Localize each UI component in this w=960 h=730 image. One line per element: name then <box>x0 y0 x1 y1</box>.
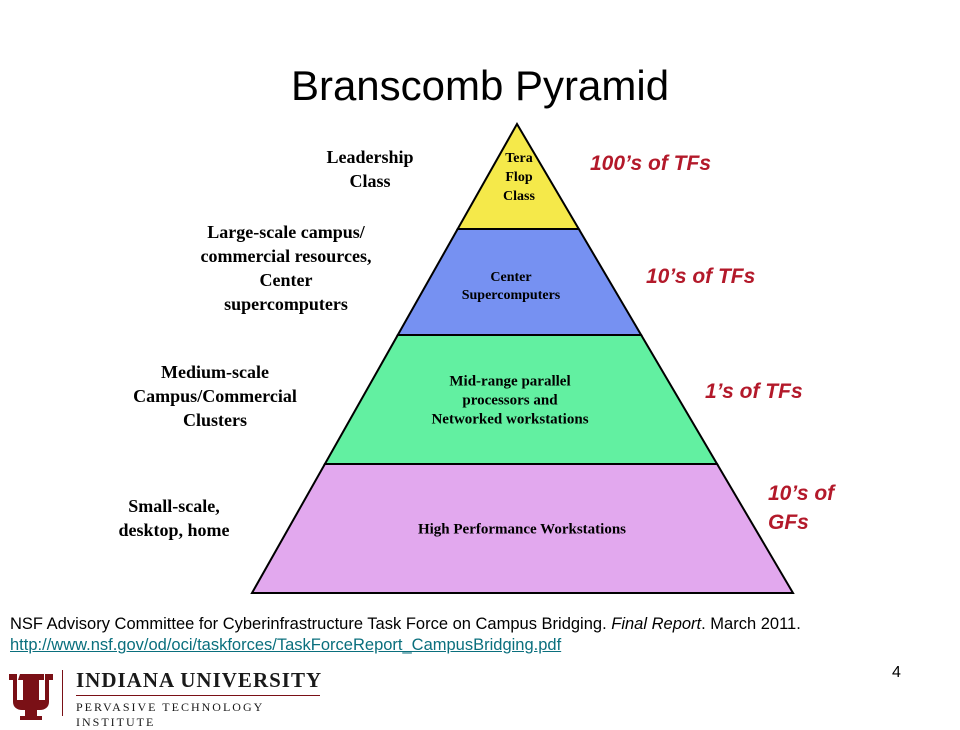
tier-mid-range-performance-label: 1’s of TFs <box>705 380 803 403</box>
iu-trident-icon <box>9 674 53 720</box>
tier-center-supercomputers-left-label: commercial resources, <box>201 246 372 266</box>
university-name: INDIANA UNIVERSITY <box>76 668 323 692</box>
tier-high-performance-workstations-left-label: desktop, home <box>118 520 229 540</box>
tier-center-supercomputers-performance-label: 10’s of TFs <box>646 265 755 288</box>
tier-mid-range-inner-text: Mid-range parallel <box>449 373 570 389</box>
page-number: 4 <box>892 664 901 681</box>
tier-center-supercomputers-left-label: Center <box>260 270 313 290</box>
indiana-university-logo: INDIANA UNIVERSITY PERVASIVE TECHNOLOGY … <box>0 664 330 729</box>
tier-mid-range-left-label: Medium-scale <box>161 362 269 382</box>
tier-center-supercomputers-inner-text: Center <box>490 270 531 285</box>
tier-tera-flop-left-label: Class <box>349 171 390 191</box>
tier-center-supercomputers-left-label: Large-scale campus/ <box>207 222 365 242</box>
tier-center-supercomputers-left-label: supercomputers <box>224 294 348 314</box>
tier-high-performance-workstations-inner-text: High Performance Workstations <box>418 521 626 537</box>
tier-mid-range-inner-text: processors and <box>462 392 558 408</box>
citation: NSF Advisory Committee for Cyberinfrastr… <box>10 614 801 656</box>
tier-center-supercomputers-inner-text: Supercomputers <box>462 288 561 303</box>
tier-tera-flop-inner-text: Class <box>503 189 535 204</box>
citation-italic: Final Report <box>611 615 702 633</box>
tier-tera-flop-inner-text: Tera <box>505 151 532 166</box>
tier-mid-range-inner-text: Networked workstations <box>431 411 588 427</box>
logo-rule <box>76 695 320 696</box>
citation-link[interactable]: http://www.nsf.gov/od/oci/taskforces/Tas… <box>10 636 562 654</box>
tier-high-performance-workstations-performance-label: 10’s of <box>768 482 836 505</box>
pyramid-tier-high-performance-workstations <box>250 463 795 594</box>
citation-suffix: . March 2011. <box>701 615 801 633</box>
tier-tera-flop-inner-text: Flop <box>505 170 532 185</box>
tier-high-performance-workstations-left-label: Small-scale, <box>128 496 220 516</box>
institute-name: PERVASIVE TECHNOLOGY INSTITUTE <box>76 700 264 729</box>
citation-prefix: NSF Advisory Committee for Cyberinfrastr… <box>10 615 612 633</box>
slide-title: Branscomb Pyramid <box>290 62 670 109</box>
tier-high-performance-workstations-performance-label: GFs <box>768 511 809 534</box>
logo-divider <box>62 670 63 716</box>
tier-mid-range-left-label: Campus/Commercial <box>133 386 297 406</box>
tier-tera-flop-left-label: Leadership <box>326 147 413 167</box>
pyramid-tiers <box>250 121 795 594</box>
tier-mid-range-left-label: Clusters <box>183 410 247 430</box>
tier-tera-flop-performance-label: 100’s of TFs <box>590 152 711 175</box>
